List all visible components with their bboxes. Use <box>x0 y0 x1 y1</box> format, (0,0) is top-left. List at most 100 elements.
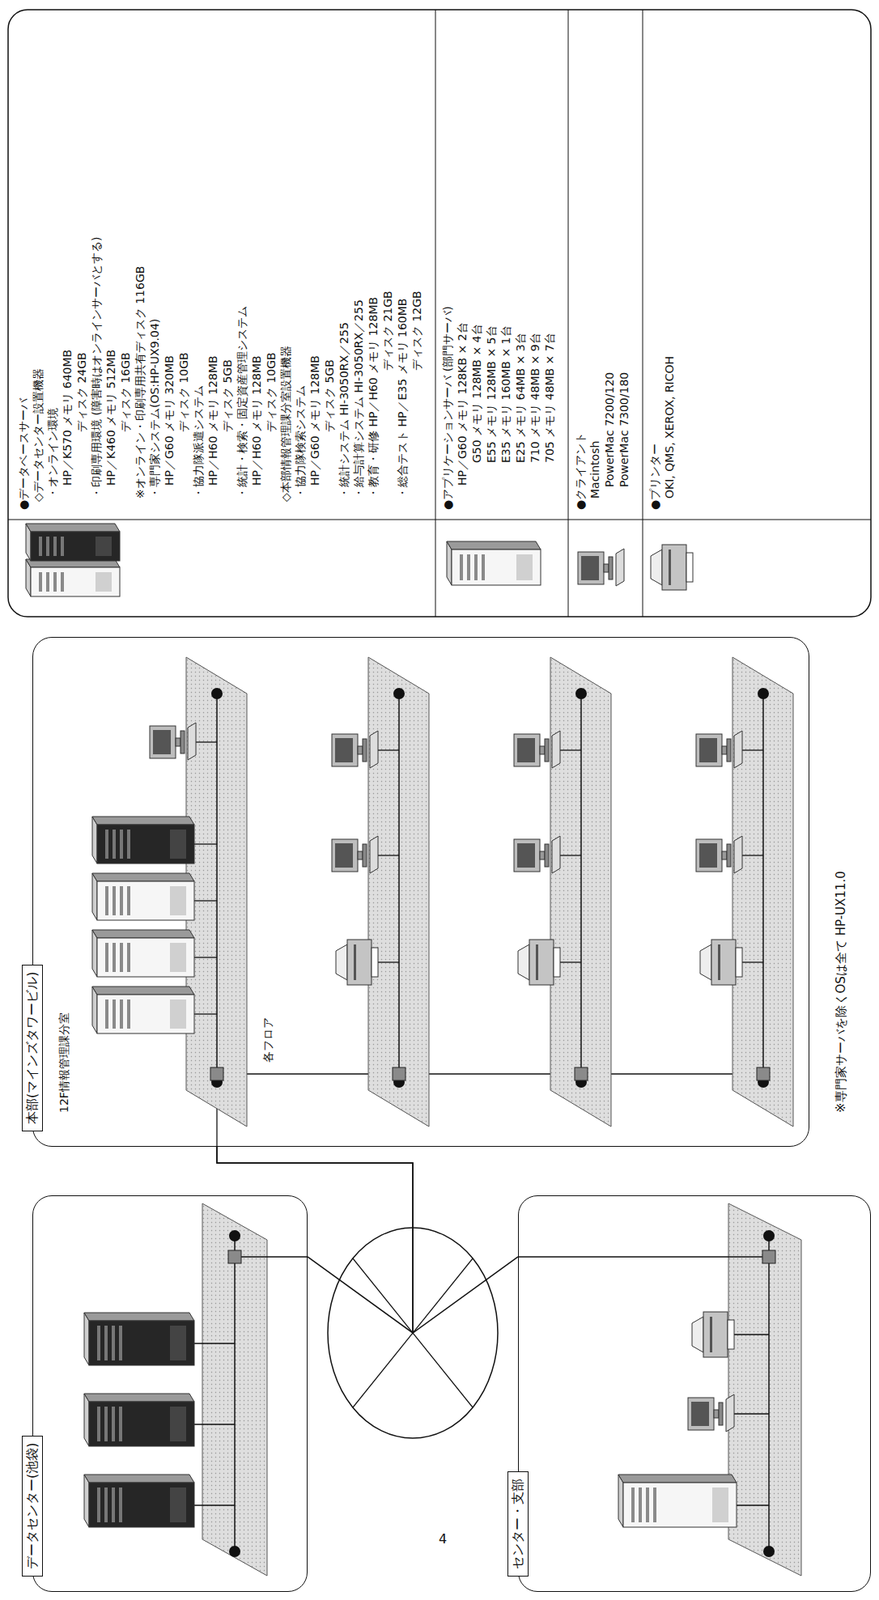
network-link <box>216 1146 413 1334</box>
legend-line: HP／G60 メモリ 128KB × 2台 <box>454 17 470 486</box>
lan-wire <box>377 749 400 751</box>
room-label: 12F情報管理課分室 <box>56 1010 72 1115</box>
page-number: 4 <box>437 1532 449 1547</box>
hub-switch <box>574 1067 588 1081</box>
site-title: 本部(マインズタワービル) <box>21 964 43 1132</box>
lan-wire <box>216 1073 764 1075</box>
legend-line: 705 メモリ 48MB × 7台 <box>542 17 557 463</box>
floor-plane <box>202 1203 268 1576</box>
printer <box>650 544 693 591</box>
lan-wire <box>518 1256 769 1257</box>
server-tower <box>92 873 195 921</box>
connectors <box>216 1146 519 1334</box>
lan-wire <box>234 1256 308 1257</box>
legend-line: ・教育・研修 HP／H60 メモリ 128MB <box>365 17 381 499</box>
legend-line: ディスク 16GB <box>118 17 133 433</box>
lan-bus <box>768 1235 770 1552</box>
legend-panel <box>8 9 871 617</box>
legend-line: ●アプリケーションサーバ (部門サーバ) <box>440 17 455 510</box>
network-link <box>216 1146 519 1334</box>
legend-row: ●アプリケーションサーバ (部門サーバ)HP／G60 メモリ 128KB × 2… <box>435 9 569 617</box>
legend-line: ●プリンター <box>647 17 663 510</box>
legend-line: ・協力隊検索システム <box>293 17 308 499</box>
hub-switch <box>392 1067 406 1081</box>
client-pc <box>331 836 378 874</box>
bus-end <box>211 687 223 700</box>
footnote: ※専門家サーバを除くOSは全て HP-UX11.0 <box>833 869 849 1115</box>
bus-end <box>763 1545 775 1558</box>
lan-wire <box>734 1413 769 1415</box>
hub-switch <box>228 1250 242 1264</box>
lan-wire <box>560 854 582 856</box>
legend-line: HP／H60 メモリ 128MB <box>205 17 221 486</box>
legend-line: HP／K570 メモリ 640MB <box>59 17 75 486</box>
lan-wire <box>734 1333 769 1335</box>
lan-wire <box>742 961 764 963</box>
floor-plane <box>186 657 247 1127</box>
server-tower <box>92 929 195 977</box>
hub-switch <box>210 1067 224 1081</box>
lan-wire <box>194 1013 217 1015</box>
legend-separator <box>642 9 644 617</box>
lan-wire <box>377 854 400 856</box>
legend-line: ●データベースサーバ <box>16 17 31 510</box>
legend-line: ・総合テスト HP／E35 メモリ 160MB <box>394 17 410 499</box>
printer <box>692 1312 735 1358</box>
bus-end <box>763 1230 775 1242</box>
client-pc <box>331 730 378 769</box>
legend-separator <box>435 9 437 617</box>
site-title: センター・支部 <box>507 1471 529 1577</box>
legend-row: ●データベースサーバ◇データセンター設置機器・オンライン環境HP／K570 メモ… <box>11 9 436 617</box>
lan-wire <box>560 749 582 751</box>
lan-wire <box>194 1504 235 1506</box>
legend-line: ※オンライン・印刷専用共有ディスク 116GB <box>132 17 148 499</box>
client-pc <box>149 722 196 761</box>
server-tower <box>25 559 120 597</box>
lan-wire <box>194 1342 235 1344</box>
lan-bus <box>233 1235 236 1552</box>
legend-line: ◇データセンター設置機器 <box>30 17 46 502</box>
legend-line: HP／H60 メモリ 128MB <box>249 17 264 486</box>
legend-line: ディスク 10GB <box>176 17 192 433</box>
bus-end <box>229 1545 241 1558</box>
device-drawings <box>84 657 802 1576</box>
legend-line: ディスク 10GB <box>263 17 279 433</box>
lan-bus <box>762 693 765 1083</box>
legend-line: OKI, QMS, XEROX, RICOH <box>662 17 677 499</box>
legend-line: ・印刷専用環境 (障害時はオンラインサーバとする) <box>89 17 104 499</box>
bus-end <box>575 687 587 700</box>
lan-wire <box>560 961 582 963</box>
floor-plane <box>728 1203 802 1576</box>
server-tower <box>25 523 120 561</box>
legend-line: HP／G60 メモリ 128MB <box>307 17 323 486</box>
lan-wire <box>742 854 764 856</box>
floor-plane <box>368 657 429 1127</box>
site-box: データセンター(池袋) <box>32 1195 308 1593</box>
server-tower <box>92 986 195 1034</box>
server-tower <box>92 816 195 864</box>
legend-line: ディスク 21GB <box>380 17 395 371</box>
hub-switch <box>756 1067 770 1081</box>
legend-icons <box>25 9 693 617</box>
server-tower <box>84 1312 195 1366</box>
client-pc <box>513 836 561 874</box>
server-tower <box>84 1474 195 1528</box>
server-tower <box>618 1474 737 1528</box>
hub-switch <box>762 1250 776 1264</box>
client-pc <box>687 1394 735 1432</box>
bus-end <box>393 687 405 700</box>
client-pc <box>513 730 561 769</box>
legend-line: ・協力隊派遣システム <box>191 17 206 499</box>
legend-line: ◇本部情報管理課分室設置機器 <box>278 17 293 502</box>
legend-line: E35 メモリ 160MB × 1台 <box>498 17 514 463</box>
legend-line: ・オンライン環境 <box>45 17 60 499</box>
printer <box>700 939 743 986</box>
legend-line: G50 メモリ 128MB × 4台 <box>469 17 485 463</box>
lan-wire <box>194 843 217 845</box>
legend-line: ・専門家システム(OS:HP-UX9.04) <box>147 17 162 499</box>
legend-row: ●プリンターOKI, QMS, XEROX, RICOH <box>642 9 867 617</box>
legend-line: Macintosh <box>587 17 603 499</box>
lan-wire <box>194 1423 235 1425</box>
lan-wire <box>736 1504 769 1506</box>
